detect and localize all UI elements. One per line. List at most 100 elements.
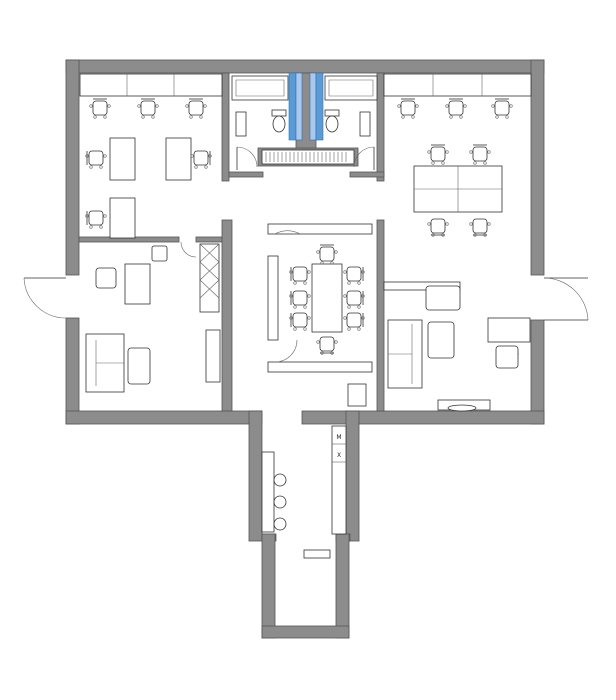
office-chair-5 <box>190 150 212 169</box>
bar-stool-1 <box>273 473 287 487</box>
microwave-label: M <box>336 434 341 441</box>
meeting-chair-4 <box>427 144 449 165</box>
restroom-door-left-swing <box>236 146 258 168</box>
conference-chair-6 <box>343 290 365 309</box>
office-chair-4 <box>85 150 107 169</box>
restroom-stub-right <box>349 171 385 178</box>
conference-chair-2 <box>289 266 311 285</box>
entrance-door-left <box>23 277 67 319</box>
left-wall-upper <box>65 59 80 276</box>
kitchen-wall-left <box>261 533 276 639</box>
meeting-chair-3 <box>491 98 513 119</box>
right-wall-upper <box>530 59 545 276</box>
bar-stool-3 <box>273 517 287 531</box>
top-wall <box>65 59 545 74</box>
left-wall-lower <box>65 317 80 425</box>
shower-left <box>231 75 289 101</box>
kitchen: M X <box>261 425 347 559</box>
right-door-swing <box>543 277 589 321</box>
desk-2 <box>165 137 192 181</box>
shower-right-tray <box>328 79 374 97</box>
central-wall-right <box>376 219 385 412</box>
side-chair <box>151 245 168 262</box>
meeting-chair-1 <box>397 98 419 119</box>
shower-right <box>324 75 378 101</box>
vanity-grille <box>265 152 347 162</box>
toilet-left <box>271 109 287 133</box>
kitchen-shelf <box>303 549 331 559</box>
lower-right-lounge <box>383 281 531 412</box>
desk-lower <box>124 263 151 305</box>
right-wall-lower <box>530 319 545 425</box>
glass-panel-right <box>315 72 324 141</box>
restroom-wall-left <box>221 72 230 182</box>
restroom-fixtures <box>231 75 378 170</box>
vanity-counter <box>261 149 355 165</box>
office-door-swing <box>180 241 197 258</box>
shelf-left <box>205 329 221 383</box>
kitchen-counter-right <box>331 425 347 535</box>
bottom-wall-right <box>301 410 545 425</box>
restroom-door-right-swing <box>353 146 375 168</box>
shaft-cross <box>199 243 220 299</box>
wall-cabinets <box>79 73 223 97</box>
bottom-wall-left <box>65 410 263 425</box>
conf-door-bottom-swing <box>274 339 298 363</box>
corridor-wall-left <box>248 410 263 542</box>
meeting-chair-6 <box>427 218 449 237</box>
entrance-door-swing <box>23 277 67 319</box>
meeting-chair-2 <box>445 98 467 119</box>
meeting-chair-7 <box>469 218 491 237</box>
desk-3 <box>109 197 136 239</box>
armchair-left <box>127 347 151 385</box>
armchair-right <box>427 321 455 359</box>
conference-chair-1 <box>316 244 338 265</box>
glass-panel-left-light <box>295 72 303 141</box>
side-cabinet <box>347 383 367 407</box>
restroom-wall-right <box>376 72 385 182</box>
kitchen-bottom-wall <box>261 625 350 639</box>
chairs-top-left <box>85 98 212 229</box>
lounge-chair <box>425 285 461 311</box>
wall-cabinets-right <box>383 73 532 97</box>
glass-panel-right-light <box>309 72 317 141</box>
office-chair-lower <box>95 267 117 289</box>
conference-chair-5 <box>343 266 365 285</box>
oven-label: X <box>337 452 341 459</box>
conf-wall-left <box>267 255 279 341</box>
office-chair-2 <box>137 98 159 119</box>
conference-chairs <box>289 244 365 355</box>
glass-panel-left <box>288 72 297 141</box>
corridor-wall-right <box>345 410 360 542</box>
shower-left-tray <box>235 79 285 97</box>
sink-left <box>235 111 247 137</box>
conference-table <box>311 263 343 333</box>
office-divider-right <box>195 236 223 243</box>
kitchen-wall-right <box>335 533 350 639</box>
bench-pad <box>447 404 477 412</box>
central-wall-left <box>221 219 233 412</box>
sink-right <box>359 111 371 137</box>
lower-left-office <box>85 241 221 393</box>
glass-partition <box>261 72 355 165</box>
office-chair-1 <box>89 98 111 119</box>
conf-wall-bottom <box>267 361 373 373</box>
lounge-cabinet <box>383 281 461 291</box>
entrance-door-right <box>543 277 589 321</box>
conference-chair-4 <box>289 312 311 331</box>
conference-chair-8 <box>316 336 338 355</box>
conference-chair-7 <box>343 312 365 331</box>
bar-stool-2 <box>273 495 287 509</box>
toilet-right <box>324 109 340 133</box>
office-chair-6 <box>85 210 107 229</box>
kitchen-counter-left <box>261 451 275 533</box>
office-chair-3 <box>185 98 207 119</box>
conf-door-top-swing <box>274 230 301 235</box>
conference-chair-3 <box>289 290 311 309</box>
reception-chair <box>495 345 519 369</box>
top-left-office <box>79 73 223 239</box>
reception-desk <box>487 317 531 343</box>
conference-room <box>267 223 373 407</box>
desk-1 <box>109 137 136 181</box>
